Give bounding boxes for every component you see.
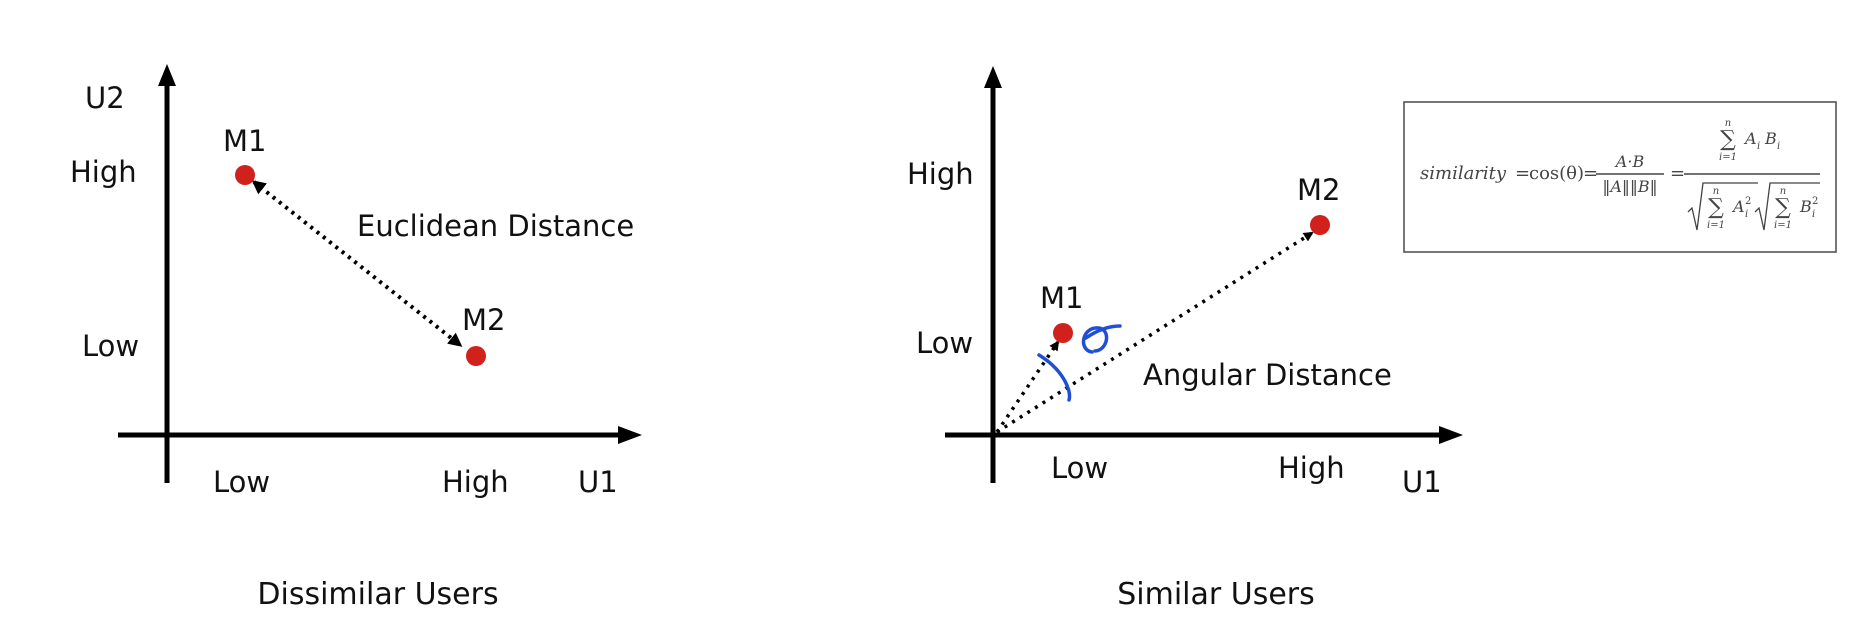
left-y-tick-high: High [70, 155, 137, 189]
formula-den2-b-sub: i [1812, 209, 1815, 220]
handwritten-angle-arc [1037, 353, 1072, 402]
formula-denominator-norms: ‖A‖‖B‖ [1602, 177, 1657, 196]
left-x-tick-low: Low [213, 465, 270, 499]
right-y-tick-low: Low [916, 326, 973, 360]
left-caption: Dissimilar Users [257, 577, 498, 612]
formula-den2-sum-lower: i=1 [1774, 220, 1792, 231]
formula-den1-a-sup: 2 [1745, 196, 1751, 207]
formula-num-a-sub: i [1757, 141, 1760, 152]
left-point-m1 [235, 165, 255, 185]
left-x-tick-high: High [442, 465, 509, 499]
left-point-m2 [466, 346, 486, 366]
formula-lhs: similarity [1420, 163, 1507, 184]
formula-num-b-sub: i [1777, 141, 1780, 152]
left-plot: U2 High Low Low High U1 Euclidean Distan… [70, 64, 642, 612]
formula-numerator-ab: A·B [1614, 152, 1645, 171]
euclidean-distance-connector [251, 180, 463, 347]
right-plot: High Low Low High U1 Angular Distance M1… [907, 66, 1463, 612]
formula-num-b: B [1764, 129, 1777, 148]
formula-num-sum-lower: i=1 [1719, 152, 1737, 163]
right-x-axis-arrowhead [1439, 426, 1463, 444]
formula-den1-a: A [1731, 197, 1745, 216]
formula-den2-b: B [1799, 197, 1812, 216]
cosine-similarity-formula: similarity = cos(θ) = A·B ‖A‖‖B‖ = n ∑ i… [1403, 101, 1837, 253]
right-point-m2 [1310, 215, 1330, 235]
formula-num-a: A [1743, 129, 1757, 148]
formula-eq-3: = [1670, 163, 1685, 184]
right-caption: Similar Users [1117, 577, 1315, 612]
formula-den1-sum-upper: n [1713, 186, 1719, 197]
angular-distance-label: Angular Distance [1143, 358, 1392, 392]
vector-to-m1 [995, 340, 1060, 433]
left-x-axis-label: U1 [578, 465, 618, 499]
right-x-tick-low: Low [1051, 451, 1108, 485]
right-point-m1-label: M1 [1040, 281, 1083, 315]
euclidean-distance-label: Euclidean Distance [357, 209, 634, 243]
handwritten-theta-symbol [1081, 324, 1122, 354]
vector-to-m2 [996, 231, 1314, 434]
formula-den2-sigma: ∑ [1775, 195, 1791, 220]
left-y-axis-label: U2 [85, 81, 125, 115]
formula-den1-sigma: ∑ [1708, 195, 1724, 220]
formula-den1-a-sub: i [1745, 209, 1748, 220]
left-y-tick-low: Low [82, 329, 139, 363]
formula-den1-sum-lower: i=1 [1707, 220, 1725, 231]
right-y-tick-high: High [907, 157, 974, 191]
right-x-tick-high: High [1278, 451, 1345, 485]
left-x-axis-arrowhead [618, 426, 642, 444]
formula-num-sum-upper: n [1725, 118, 1731, 129]
formula-cos: cos(θ) [1529, 163, 1584, 184]
formula-sqrt-1 [1687, 182, 1758, 231]
right-point-m1 [1053, 323, 1073, 343]
right-y-axis-arrowhead [984, 66, 1002, 88]
right-point-m2-label: M2 [1297, 173, 1340, 207]
formula-eq-2: = [1583, 163, 1598, 184]
formula-eq-1: = [1515, 163, 1530, 184]
left-y-axis-arrowhead [158, 64, 176, 86]
left-point-m1-label: M1 [223, 124, 266, 158]
formula-sqrt-2 [1754, 182, 1820, 231]
right-x-axis-label: U1 [1402, 465, 1442, 499]
formula-num-sigma: ∑ [1720, 127, 1736, 152]
formula-den2-sum-upper: n [1780, 186, 1786, 197]
left-point-m2-label: M2 [462, 303, 505, 337]
formula-den2-b-sup: 2 [1812, 196, 1818, 207]
